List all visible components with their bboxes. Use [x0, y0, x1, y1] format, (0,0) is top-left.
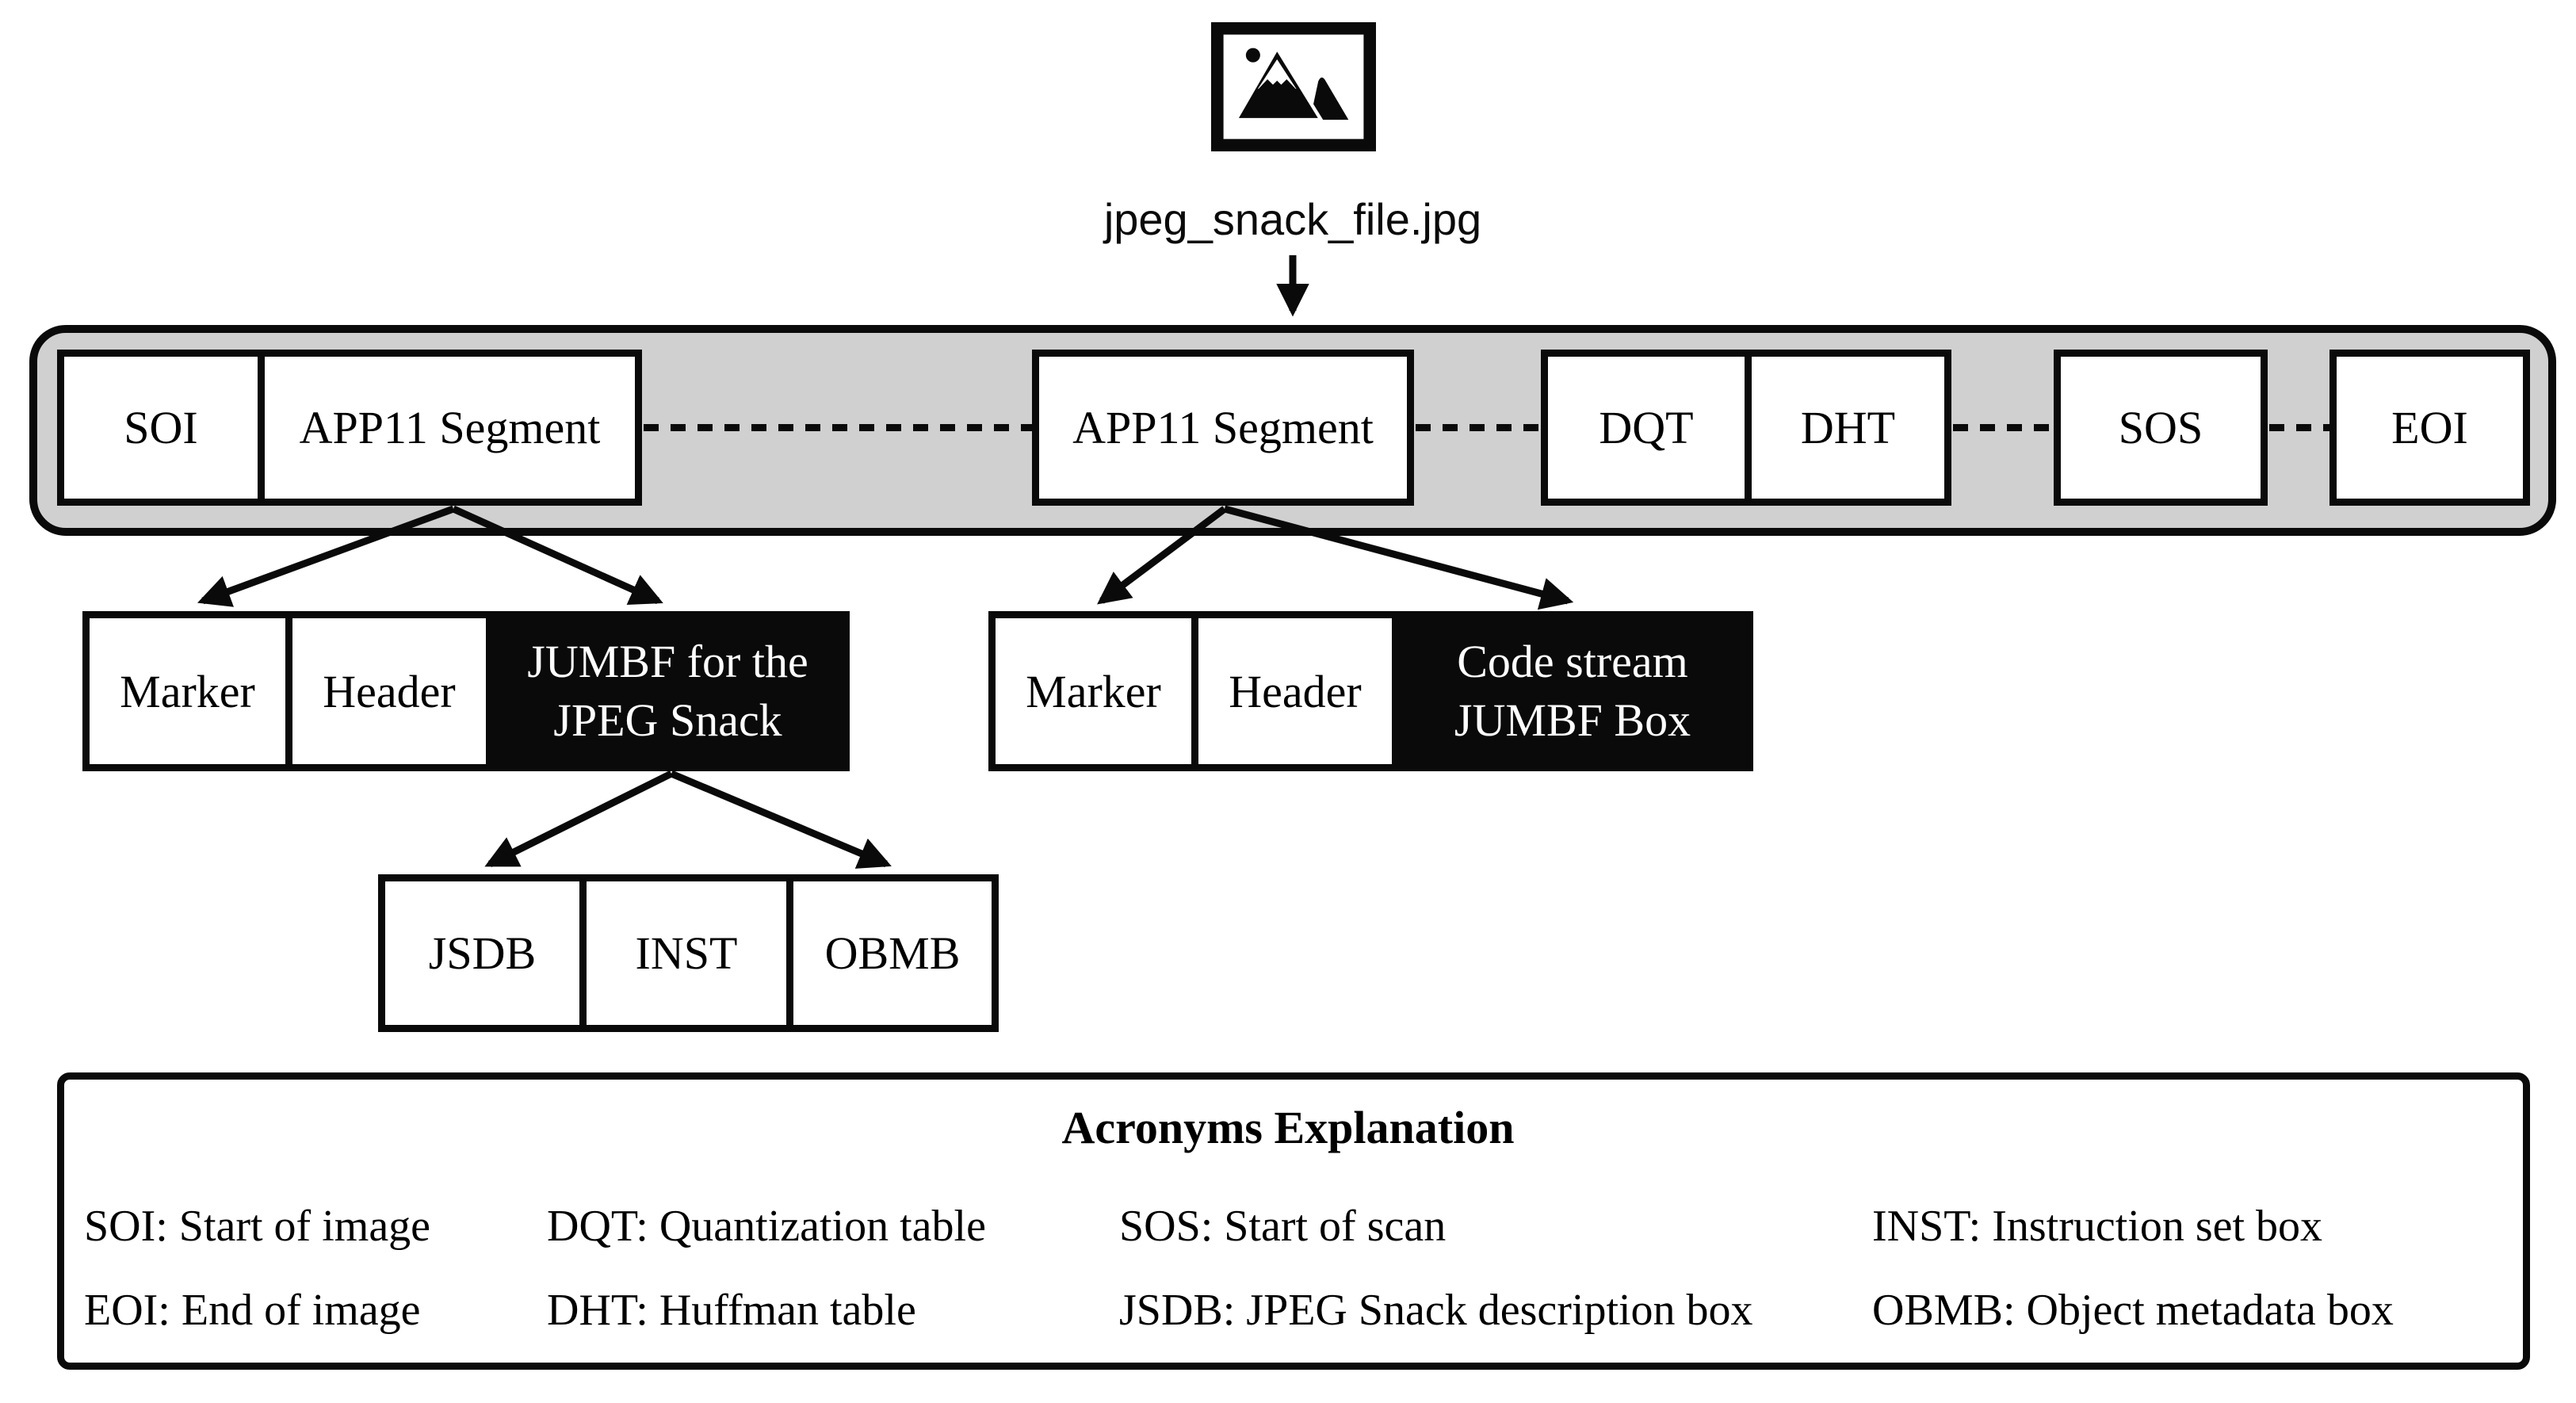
first-app11-marker-label: Marker: [120, 665, 255, 717]
dashed-connector-2: [1416, 424, 1542, 431]
legend-sos: SOS: Start of scan: [1119, 1202, 1447, 1251]
dashed-connector-4: [2269, 424, 2331, 431]
obmb-box: OBMB: [786, 874, 999, 1032]
legend-obmb: OBMB: Object metadata box: [1872, 1286, 2394, 1335]
obmb-label: OBMB: [824, 927, 961, 979]
first-app11-marker-box: Marker: [82, 611, 292, 771]
segment-label-eoi: EOI: [2391, 402, 2468, 453]
legend-inst: INST: Instruction set box: [1872, 1202, 2323, 1251]
legend-jsdb: JSDB: JPEG Snack description box: [1119, 1286, 1753, 1335]
acronyms-title: Acronyms Explanation: [1061, 1102, 1515, 1153]
segment-label-soi: SOI: [124, 402, 198, 453]
segment-label-app11-second: APP11 Segment: [1072, 402, 1374, 453]
second-app11-header-label: Header: [1229, 665, 1362, 717]
second-app11-marker-label: Marker: [1026, 665, 1161, 717]
segment-label-dht: DHT: [1800, 402, 1896, 453]
legend-dht: DHT: Huffman table: [547, 1286, 916, 1335]
first-app11-header-label: Header: [323, 665, 456, 717]
second-app11-header-box: Header: [1191, 611, 1399, 771]
segment-box-app11-first: APP11 Segment: [258, 350, 642, 506]
segment-label-sos: SOS: [2118, 402, 2203, 453]
image-icon-frame: [1211, 22, 1376, 151]
legend-dqt: DQT: Quantization table: [547, 1202, 986, 1251]
legend-soi: SOI: Start of image: [84, 1202, 431, 1251]
segment-box-eoi: EOI: [2329, 350, 2530, 506]
legend-eoi: EOI: End of image: [84, 1286, 421, 1335]
segment-label-app11-first: APP11 Segment: [299, 402, 601, 453]
code-stream-label-line2: JUMBF Box: [1454, 694, 1691, 746]
segment-label-dqt: DQT: [1599, 402, 1694, 453]
acronyms-panel: [57, 1072, 2530, 1370]
image-icon-snowline: [1257, 78, 1297, 90]
image-icon-sun: [1245, 48, 1260, 63]
inst-label: INST: [635, 927, 738, 979]
arrow-jumbf-to-obmb: [670, 770, 892, 869]
jumbf-box-label-line1: JUMBF for the: [527, 636, 808, 687]
file-name-label: jpeg_snack_file.jpg: [1103, 194, 1482, 244]
code-stream-jumbf-box: Code stream JUMBF Box: [1392, 611, 1753, 771]
jsdb-box: JSDB: [378, 874, 587, 1032]
jumbf-for-jpeg-snack-box: JUMBF for the JPEG Snack: [486, 611, 850, 771]
dashed-connector-1: [644, 424, 1034, 431]
segment-box-app11-second: APP11 Segment: [1032, 350, 1414, 506]
segment-box-soi: SOI: [57, 350, 265, 506]
code-stream-label-line1: Code stream: [1457, 636, 1688, 687]
jsdb-label: JSDB: [428, 927, 537, 979]
second-app11-marker-box: Marker: [988, 611, 1198, 771]
image-icon-small-mountain: [1309, 77, 1349, 120]
arrow-jumbf-to-jsdb: [484, 770, 674, 868]
first-app11-header-box: Header: [285, 611, 493, 771]
jumbf-box-label-line2: JPEG Snack: [553, 694, 782, 746]
image-icon: [1211, 22, 1376, 151]
inst-box: INST: [579, 874, 793, 1032]
dashed-connector-3: [1953, 424, 2055, 431]
segment-box-dqt: DQT: [1541, 350, 1752, 506]
segment-box-sos: SOS: [2054, 350, 2268, 506]
segment-box-dht: DHT: [1745, 350, 1951, 506]
